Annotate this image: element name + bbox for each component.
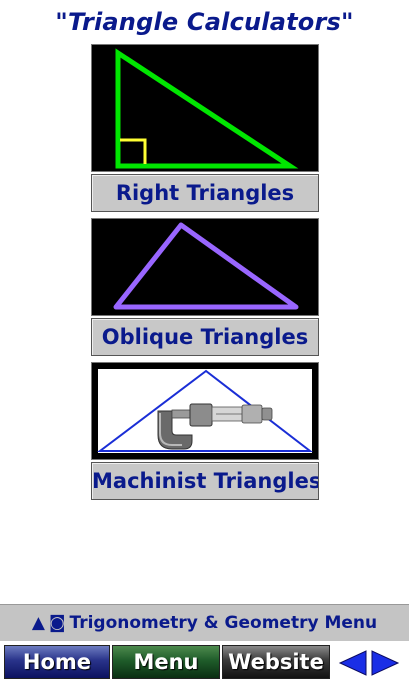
oblique-triangles-card[interactable]: Oblique Triangles bbox=[91, 218, 319, 356]
home-button[interactable]: Home bbox=[4, 645, 110, 679]
title-quote-close: " bbox=[340, 8, 354, 36]
micrometer-triangle-icon[interactable] bbox=[91, 362, 319, 460]
right-triangles-button[interactable]: Right Triangles bbox=[91, 174, 319, 212]
right-triangle-icon[interactable] bbox=[91, 44, 319, 172]
menu-button[interactable]: Menu bbox=[112, 645, 220, 679]
micrometer-icon bbox=[157, 403, 273, 450]
trig-geometry-menu-link[interactable]: ▲◙Trigonometry & Geometry Menu bbox=[0, 604, 409, 641]
website-button[interactable]: Website bbox=[222, 645, 330, 679]
oblique-triangle-icon[interactable] bbox=[91, 218, 319, 316]
up-triangle-icon: ▲ bbox=[31, 613, 45, 633]
square-bullet-icon: ◙ bbox=[48, 613, 66, 633]
left-arrow-icon[interactable] bbox=[338, 649, 368, 677]
menu-bar-label: Trigonometry & Geometry Menu bbox=[69, 613, 378, 633]
machinist-triangles-card[interactable]: Machinist Triangles bbox=[91, 362, 319, 500]
bottom-nav: Home Menu Website bbox=[0, 641, 409, 683]
page-title: "Triangle Calculators" bbox=[0, 8, 409, 36]
oblique-triangles-button[interactable]: Oblique Triangles bbox=[91, 318, 319, 356]
title-quote-open: " bbox=[55, 8, 69, 36]
title-text: Triangle Calculators bbox=[68, 8, 341, 36]
right-arrow-icon[interactable] bbox=[370, 649, 400, 677]
machinist-triangles-button[interactable]: Machinist Triangles bbox=[91, 462, 319, 500]
right-triangles-card[interactable]: Right Triangles bbox=[91, 44, 319, 212]
